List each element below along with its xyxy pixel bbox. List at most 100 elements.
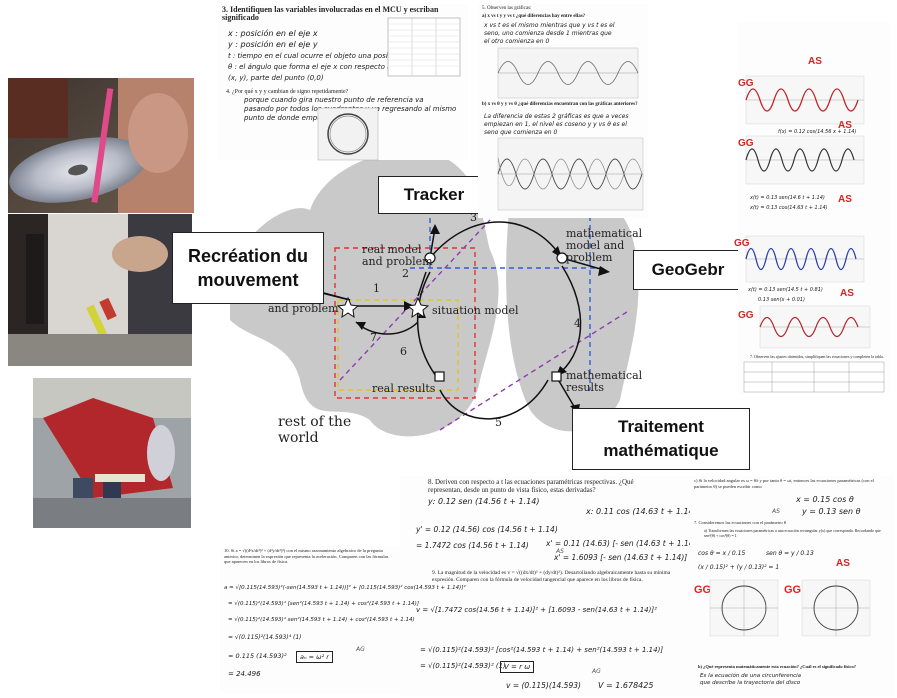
arrow-step-6 — [416, 271, 437, 377]
var-t: t : tiempo en el cual ocurre el objeto u… — [228, 52, 450, 60]
tag-gg-right-1: GG — [694, 584, 712, 596]
eq-a2: = √(0.115)²(14.593)⁴ [sen²(14.593 t + 1.… — [228, 601, 419, 607]
arrow-step-3 — [429, 221, 563, 259]
step-2-label: 2 — [402, 267, 409, 280]
circle-graph-left — [709, 579, 779, 637]
eq-v-result: V = 1.678425 — [598, 681, 654, 690]
var-theta-2: (x, y), parte del punto (0,0) — [228, 74, 324, 82]
qc-heading: c) Si la velocidad angular es ω = θ/t y … — [694, 478, 874, 489]
ans4-line3: punto de donde empezó — [244, 114, 330, 122]
q10-heading: 10. Si a = √((d²x/dt²)² + (d²y/dt²)²) co… — [224, 548, 389, 564]
eq-cos-theta: cos θ = x / 0.15 — [698, 550, 746, 557]
star-situation-model — [406, 296, 430, 319]
eq-fit-1: f(x) = 0.12 cos(14.56 x + 1.14) — [778, 129, 857, 135]
tag-as-mid: AS — [556, 548, 564, 555]
worksheet-right-fits: AS GG f(x) = 0.12 cos(14.56 x + 1.14) AS… — [734, 22, 890, 394]
eq-v1: v = √[1.7472 cos(14.56 t + 1.14)]² + [1.… — [416, 606, 657, 614]
yellow-dashed-box — [337, 299, 459, 391]
node-math-results — [551, 371, 562, 382]
ans5a-line1: x vs t es el mismo mientras que y vs t e… — [484, 22, 615, 29]
tag-gg-2: GG — [738, 138, 754, 149]
ans4-line1: porque cuando gira nuestro punto de refe… — [244, 96, 424, 104]
photo-students-experiment — [8, 214, 192, 366]
arrow-step-4 — [555, 265, 582, 377]
label-math-model: mathematical model and problem — [566, 227, 643, 264]
q4-heading: 4. ¿Por qué x y y cambian de signo repet… — [226, 89, 349, 95]
eq-sen-theta: sen θ = y / 0.13 — [766, 550, 814, 557]
var-y: y : posición en el eje y — [228, 40, 318, 49]
eq-fit-2: x(t) = 0.13 sen(14.6 t + 1.14) — [750, 195, 825, 201]
eq-a5: = 0.115 (14.593)² — [228, 652, 287, 660]
ans5a-line2: seno, uno comienza desde 1 mientras que — [484, 30, 612, 37]
worksheet-velocity: 8. Deriven con respecto a t las ecuacion… — [400, 476, 699, 696]
photo-spinning-disc — [8, 78, 194, 213]
step-5-label: 5 — [495, 416, 502, 429]
eq-v4: v = (0.115)(14.593) — [506, 681, 581, 690]
label-math-results: mathematical results — [566, 369, 643, 394]
photo-spinning-disc-image — [8, 78, 194, 213]
label-real-model: real model and problem — [362, 243, 433, 268]
step-6-label: 6 — [400, 345, 407, 358]
tag-as-4: AS — [840, 288, 854, 299]
eq-v2: = √(0.115)²(14.593)² [cos²(14.593 t + 1.… — [420, 646, 664, 654]
eq-fit-4: x(t) = 0.13 sen(14.5 t + 0.81) — [748, 287, 823, 293]
q8-heading: 8. Deriven con respecto a t las ecuacion… — [428, 478, 634, 494]
fit-graph-3 — [745, 235, 865, 283]
label-and-problem: and problem — [268, 302, 339, 315]
label-situation-model: situation model — [432, 304, 519, 317]
eq-y-prime-simplified: = 1.7472 cos (14.56 t + 1.14) — [416, 541, 529, 550]
worksheet-variables: 3. Identifiquen las variables involucrad… — [218, 4, 468, 161]
tag-as-3: AS — [838, 194, 852, 205]
q9-heading: 9. La magnitud de la velocidad es v = √(… — [432, 570, 671, 583]
photo-disc-rotation-image — [33, 378, 191, 528]
photo-disc-rotation — [33, 378, 191, 528]
ans5b-line3: seno que comienza en 0 — [484, 129, 558, 136]
arrow-step-5 — [439, 379, 549, 420]
callout-recreation: Recréation du mouvement — [172, 232, 324, 304]
q5-heading: 5. Observen las gráficas: — [482, 6, 532, 11]
fit-graph-4 — [759, 305, 871, 349]
tag-gg-4: GG — [738, 310, 754, 321]
star-situation — [336, 296, 360, 319]
eq-fit-5: 0.13 sen(x + 0.01) — [758, 297, 805, 303]
eq-v3: = √(0.115)²(14.593)² (1) — [420, 662, 506, 670]
eq-rectangular: (x / 0.15)² + (y / 0.13)² = 1 — [698, 564, 780, 571]
data-table-thumbnail — [387, 17, 461, 77]
worksheet-acceleration: 10. Si a = √((d²x/dt²)² + (d²y/dt²)²) co… — [220, 546, 466, 694]
tag-as-right: AS — [772, 508, 780, 515]
modelling-cycle-diagram — [230, 150, 639, 437]
tag-gg-3: GG — [734, 238, 750, 249]
ans5b-line2: empiezan en 1, el nivel es coseno y y vs… — [484, 121, 627, 128]
fit-graph-2 — [745, 135, 865, 185]
eq-a3: = √(0.115)²(14.593)⁴ sen²(14.593 t + 1.1… — [228, 617, 415, 623]
eq-a-result: = 24.496 — [228, 670, 261, 678]
eq-a4: = √(0.115)²(14.593)⁴ (1) — [228, 634, 302, 641]
photo-students-experiment-image — [8, 214, 192, 366]
label-real-results: real results — [372, 382, 436, 395]
tag-as-1: AS — [808, 56, 822, 67]
var-x: x : posición en el eje x — [228, 29, 318, 38]
q7-table-heading: 7. Observen las ajustes obtenidos, simpl… — [750, 354, 884, 359]
step-4-label: 4 — [574, 317, 581, 330]
arrow-step-2 — [417, 271, 427, 297]
callout-geogebra: GeoGebr — [633, 250, 743, 290]
ans-param-b: Es la ecuación de una circunferencia que… — [700, 673, 802, 686]
node-math-model — [556, 252, 568, 264]
eq-y-prime: y' = 0.12 (14.56) cos (14.56 t + 1.14) — [416, 525, 558, 534]
callout-traitement: Traitement mathématique — [572, 408, 750, 470]
x-theta-graph — [497, 137, 644, 211]
label-rest-of-world: rest of the world — [278, 414, 352, 446]
q7-param-heading: 7. Consideremos las ecuaciones con el pa… — [694, 520, 786, 525]
tag-ag-left: AG — [356, 646, 365, 653]
step-1-label: 1 — [373, 282, 380, 295]
eq-a1: a = √[0.115(14.593)²(-sen(14.593 t + 1.1… — [224, 585, 466, 591]
circle-graph-right — [801, 579, 871, 637]
var-theta: θ : el ángulo que forma el eje x con res… — [228, 63, 416, 71]
q3-heading: 3. Identifiquen las variables involucrad… — [222, 5, 439, 22]
eq-x: x: 0.11 cos (14.63 t + 1.14) — [586, 507, 697, 516]
eq-x-prime-simplified: x' = 1.6093 [- sen (14.63 t + 1.14)] — [554, 553, 688, 562]
eq-x-prime: x' = 0.11 (14.63) [- sen (14.63 t + 1.14… — [546, 539, 700, 548]
worksheet-parametric: c) Si la velocidad angular es ω = θ/t y … — [690, 476, 894, 696]
real-world-blob — [230, 150, 499, 437]
tag-as-right-2: AS — [836, 558, 850, 569]
